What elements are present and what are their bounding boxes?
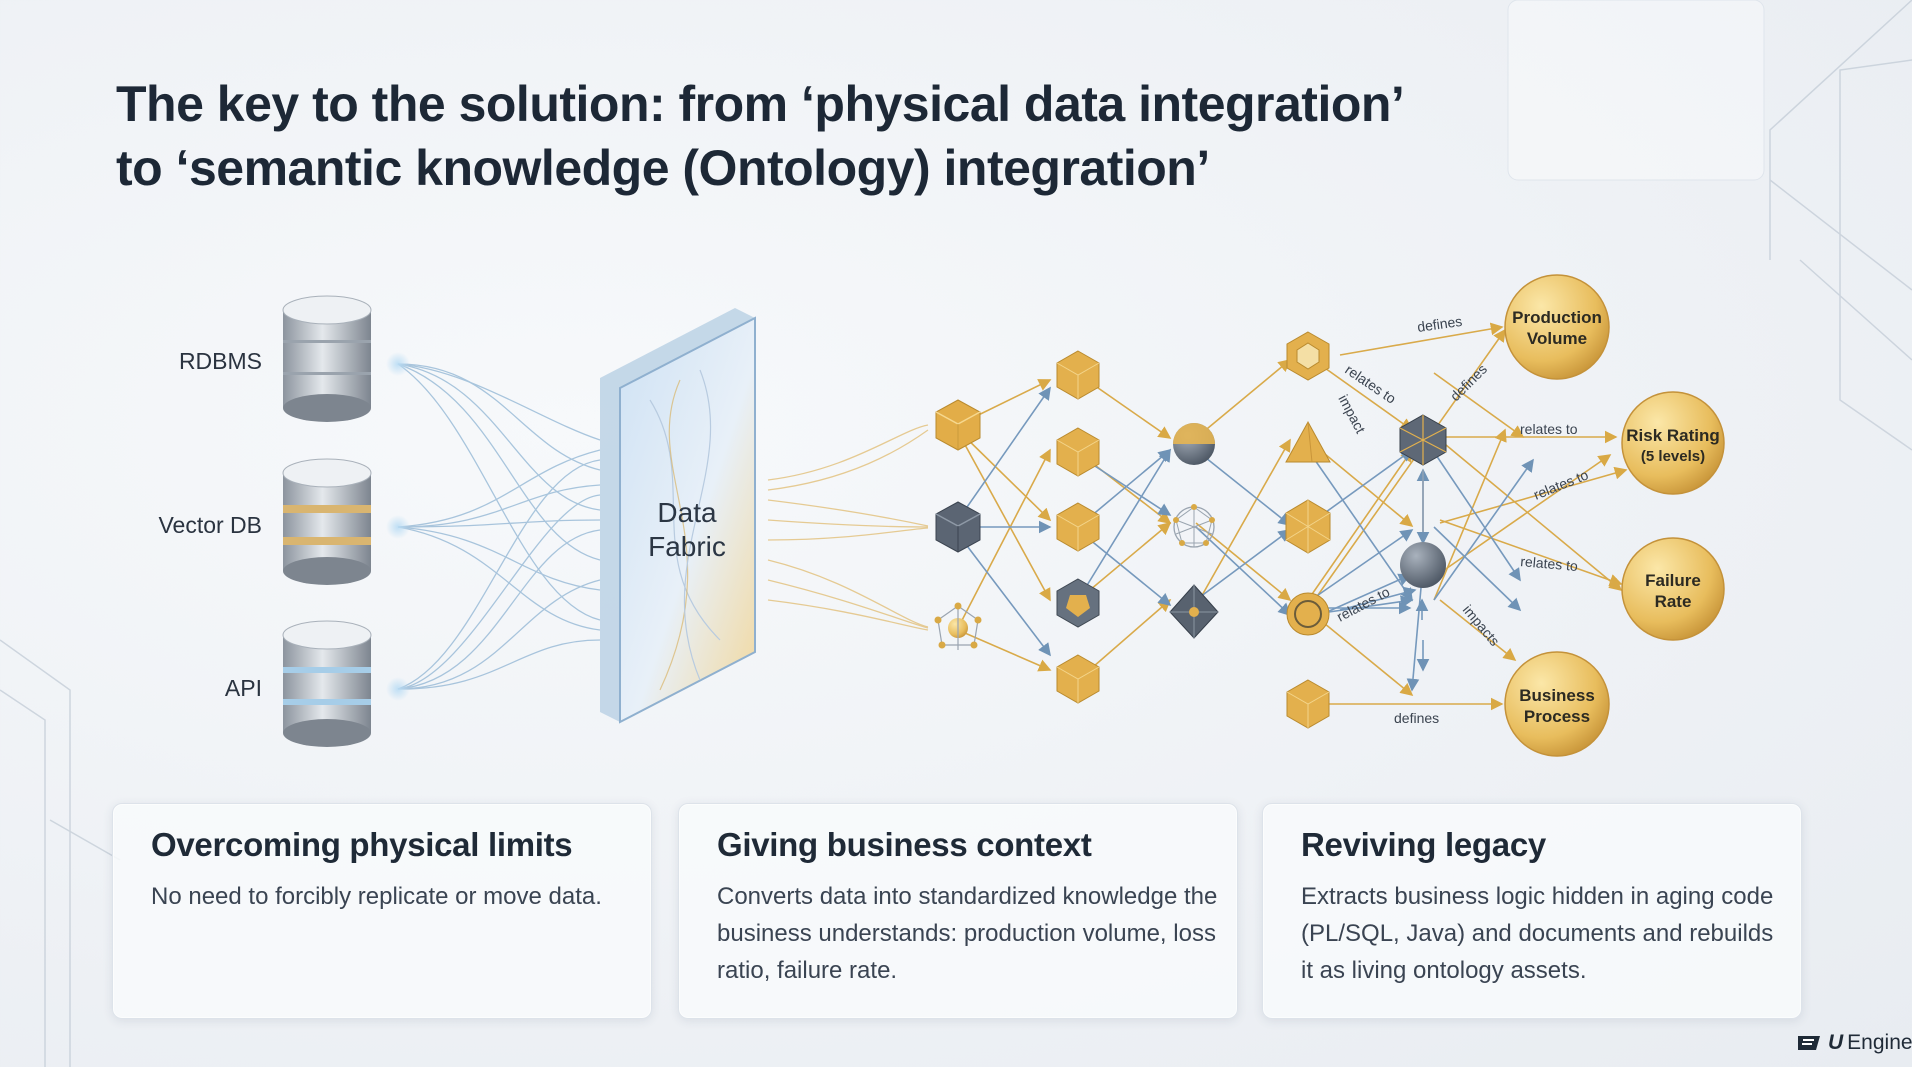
card-reviving-legacy: Reviving legacy Extracts business logic … xyxy=(1262,803,1802,1019)
edge-label-relates-to-c: relates to xyxy=(1531,466,1591,502)
logo-mark: U xyxy=(1828,1031,1844,1054)
gold-cube-icon xyxy=(935,399,981,451)
concept-failure-rate: Failure Rate xyxy=(1621,537,1725,641)
card-giving-business-context: Giving business context Converts data in… xyxy=(678,803,1238,1019)
wireframe-sphere-icon xyxy=(1173,504,1215,548)
concept-business-process: Business Process xyxy=(1504,651,1610,757)
concept-failure-rate-line-1: Failure xyxy=(1645,571,1701,590)
card-overcoming-physical-limits: Overcoming physical limits No need to fo… xyxy=(112,803,652,1019)
card-body: No need to forcibly replicate or move da… xyxy=(151,883,602,910)
edge-label-impacts: impacts xyxy=(1460,602,1503,649)
uengine-logo: U Engine xyxy=(1796,1031,1912,1055)
gold-hex-icon xyxy=(1056,350,1100,400)
vector-db-database-icon xyxy=(282,458,410,585)
concept-nodes: Production Volume Risk Rating (5 levels)… xyxy=(1504,274,1725,757)
data-fabric-panel: Data Fabric xyxy=(600,308,756,724)
rdbms-database-icon xyxy=(282,295,410,422)
gold-ring-icon xyxy=(1286,592,1330,636)
concept-risk-rating: Risk Rating (5 levels) xyxy=(1621,391,1725,495)
steel-gold-hex-icon xyxy=(1056,578,1100,628)
edge-label-defines-top: defines xyxy=(1416,313,1463,335)
edge-label-relates-to-d: relates to xyxy=(1520,553,1579,574)
steel-polyhedron-icon xyxy=(1399,414,1447,466)
gold-hex-icon xyxy=(1056,427,1100,477)
source-label-rdbms: RDBMS xyxy=(178,348,262,374)
card-title: Reviving legacy xyxy=(1301,826,1546,863)
title-line-2: to ‘semantic knowledge (Ontology) integr… xyxy=(116,140,1210,196)
fabric-label-line-2: Fabric xyxy=(648,531,726,562)
gold-hex-icon xyxy=(1056,654,1100,704)
fabric-label-line-1: Data xyxy=(657,497,717,528)
concept-production-volume-line-2: Volume xyxy=(1527,329,1587,348)
card-body: Converts data into standardized knowledg… xyxy=(717,883,1218,984)
edge-label-impact: impact xyxy=(1335,392,1369,436)
card-title: Giving business context xyxy=(717,826,1092,863)
concept-production-volume-line-1: Production xyxy=(1512,308,1602,327)
title-line-1: The key to the solution: from ‘physical … xyxy=(116,76,1405,132)
card-title: Overcoming physical limits xyxy=(151,826,573,863)
concept-failure-rate-line-2: Rate xyxy=(1655,592,1692,611)
page-title: The key to the solution: from ‘physical … xyxy=(116,72,1516,200)
concept-risk-rating-line-2: (5 levels) xyxy=(1641,448,1705,465)
concept-business-process-line-1: Business xyxy=(1519,686,1595,705)
steel-gold-sphere-icon xyxy=(1173,423,1215,465)
edge-label-relates-to-b: relates to xyxy=(1520,421,1578,437)
concept-production-volume: Production Volume xyxy=(1504,274,1610,380)
fabric-output-lines xyxy=(767,424,929,631)
uengine-logo-icon xyxy=(1798,1036,1820,1050)
edge-label-defines-bottom: defines xyxy=(1394,710,1439,726)
network-nodes xyxy=(934,331,1447,729)
source-label-vector-db: Vector DB xyxy=(158,512,262,538)
logo-text: Engine xyxy=(1847,1031,1912,1054)
molecule-cluster-icon xyxy=(934,602,982,650)
source-connection-lines xyxy=(397,363,601,690)
gold-polyhedron-icon xyxy=(1285,499,1331,554)
concept-business-process-line-2: Process xyxy=(1524,707,1590,726)
api-database-icon xyxy=(282,620,410,747)
steel-sphere-icon xyxy=(1400,542,1446,588)
gold-hex-icon xyxy=(1056,502,1100,552)
gold-pyramid-icon xyxy=(1285,420,1331,463)
source-label-api: API xyxy=(224,675,262,701)
concept-risk-rating-line-1: Risk Rating xyxy=(1626,426,1720,445)
steel-cube-icon xyxy=(935,501,981,553)
gold-hex-icon xyxy=(1286,679,1330,729)
card-body: Extracts business logic hidden in aging … xyxy=(1301,883,1774,984)
gold-hex-outline-icon xyxy=(1286,331,1330,381)
steel-diamond-icon xyxy=(1169,584,1219,639)
